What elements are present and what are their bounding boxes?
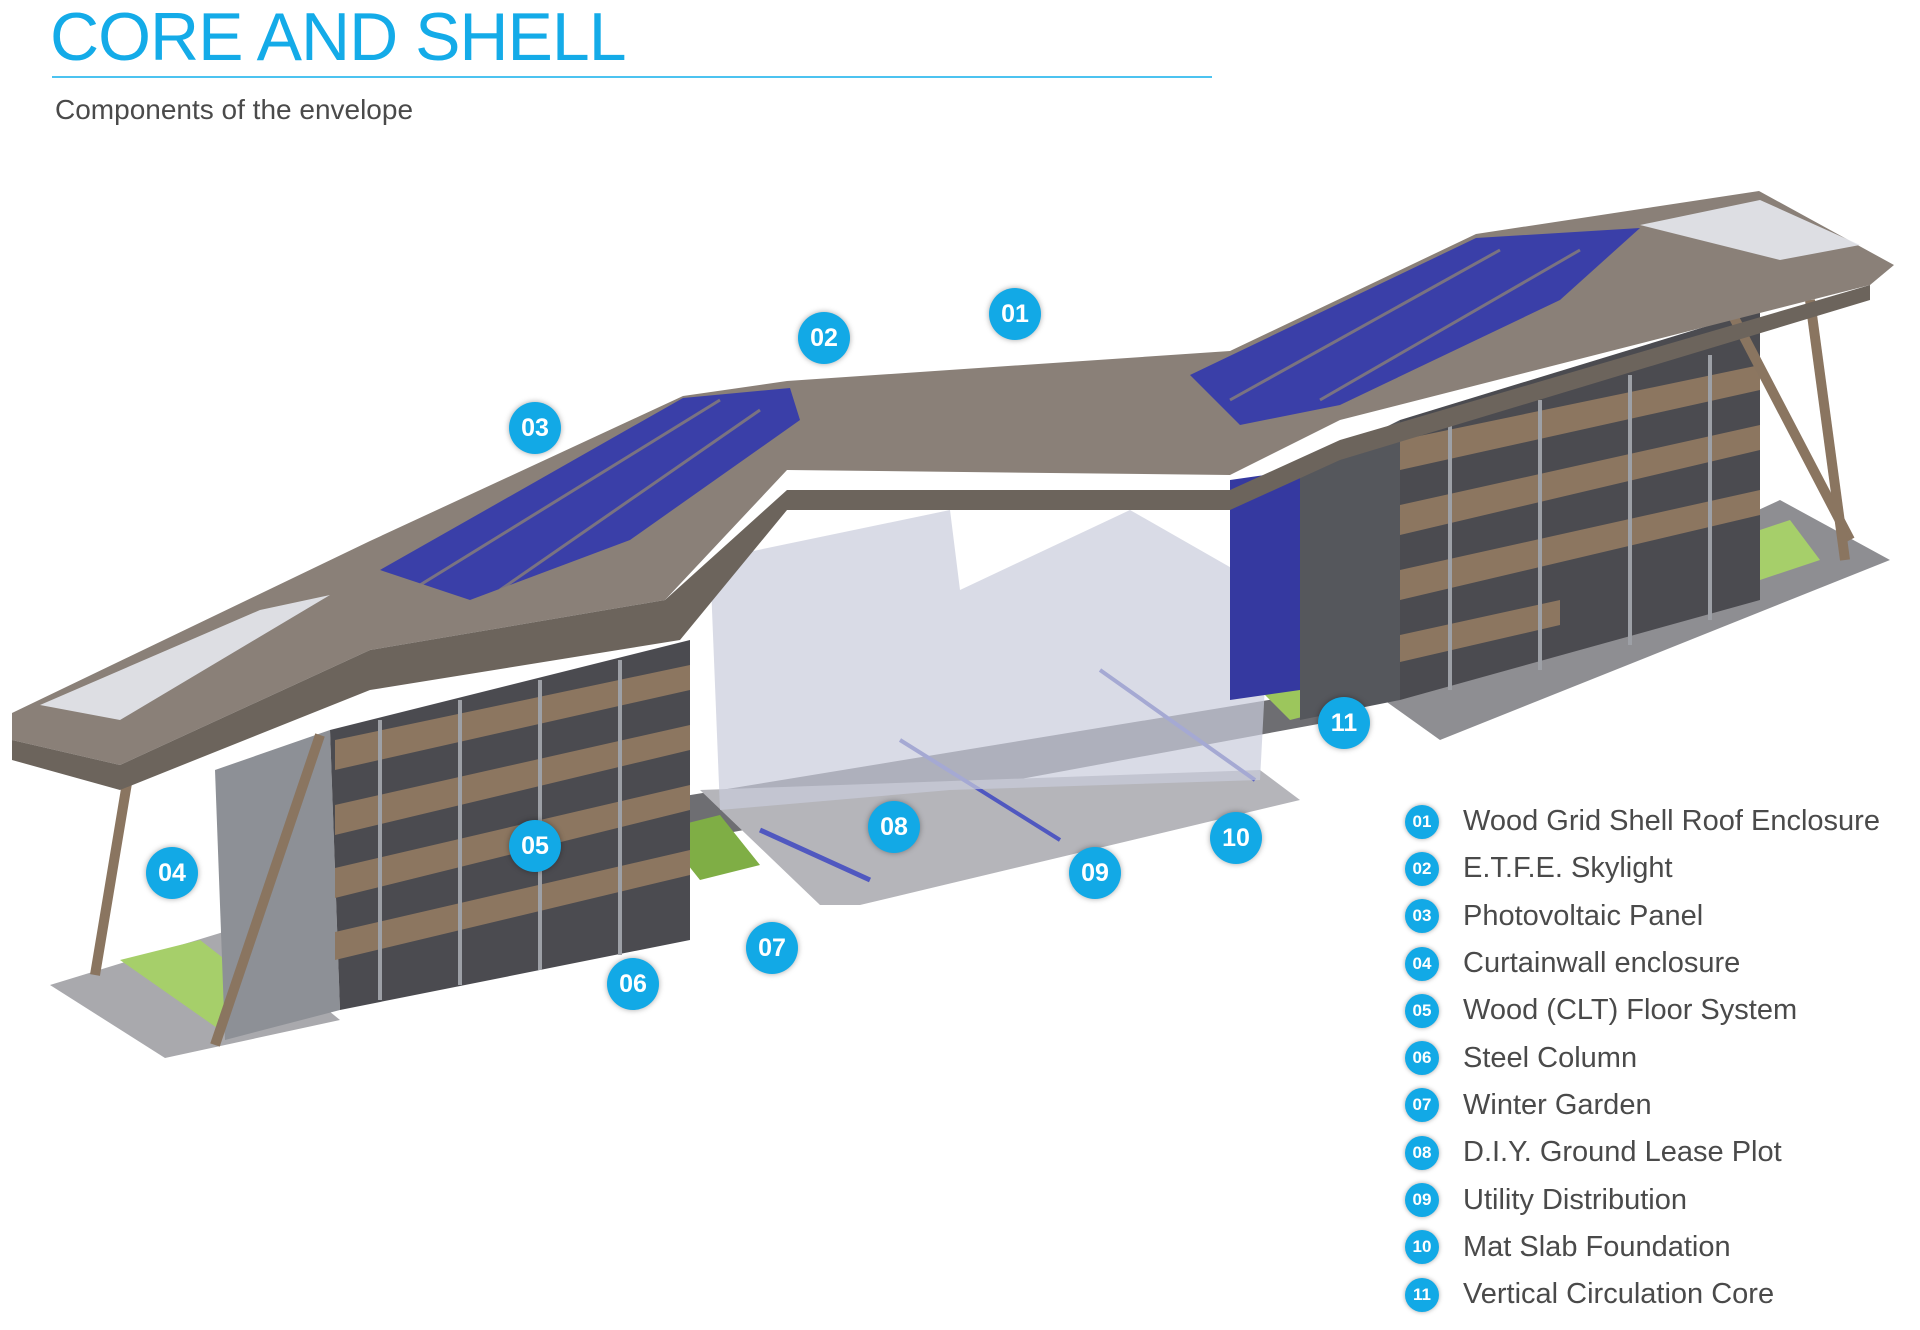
marker-06: 06 (607, 958, 659, 1010)
left-building (90, 640, 690, 1047)
legend-number: 05 (1405, 993, 1439, 1028)
utility-line (758, 827, 872, 883)
legend-item: 02 E.T.F.E. Skylight (1405, 845, 1880, 892)
legend-label: E.T.F.E. Skylight (1463, 852, 1673, 885)
marker-04: 04 (146, 847, 198, 899)
pv-panels-right (1190, 228, 1640, 425)
marker-03: 03 (509, 402, 561, 454)
legend-number: 07 (1405, 1088, 1439, 1123)
etfe-skylight-right (1640, 200, 1860, 260)
marker-09: 09 (1069, 847, 1121, 899)
marker-01: 01 (989, 288, 1041, 340)
legend-number: 08 (1405, 1135, 1439, 1170)
ground-lease-volume (710, 510, 1270, 810)
legend-number: 06 (1405, 1041, 1439, 1076)
marker-10: 10 (1210, 812, 1262, 864)
legend-label: Curtainwall enclosure (1463, 947, 1741, 980)
marker-07: 07 (746, 922, 798, 974)
legend-number: 02 (1405, 851, 1439, 886)
legend-item: 04 Curtainwall enclosure (1405, 940, 1880, 987)
marker-08: 08 (868, 801, 920, 853)
legend-label: Photovoltaic Panel (1463, 899, 1704, 932)
legend-number: 01 (1405, 804, 1439, 839)
marker-11: 11 (1318, 697, 1370, 749)
legend-item: 11 Vertical Circulation Core (1405, 1271, 1880, 1318)
legend-item: 10 Mat Slab Foundation (1405, 1224, 1880, 1271)
legend-label: Utility Distribution (1463, 1183, 1687, 1216)
legend-item: 09 Utility Distribution (1405, 1176, 1880, 1223)
legend-label: Mat Slab Foundation (1463, 1230, 1731, 1263)
legend: 01 Wood Grid Shell Roof Enclosure 02 E.T.F… (1405, 798, 1880, 1318)
marker-05: 05 (509, 820, 561, 872)
legend-item: 03 Photovoltaic Panel (1405, 893, 1880, 940)
page-subtitle: Components of the envelope (55, 94, 414, 125)
roof-underside (12, 285, 1870, 790)
legend-item: 06 Steel Column (1405, 1034, 1880, 1081)
pv-panels-left (380, 388, 800, 600)
legend-number: 09 (1405, 1183, 1439, 1218)
legend-number: 03 (1405, 899, 1439, 934)
legend-label: Steel Column (1463, 1041, 1638, 1074)
legend-label: Vertical Circulation Core (1463, 1278, 1775, 1311)
legend-label: Winter Garden (1463, 1088, 1652, 1121)
legend-label: D.I.Y. Ground Lease Plot (1463, 1136, 1782, 1169)
page-title: CORE AND SHELL (50, 0, 627, 75)
legend-number: 04 (1405, 946, 1439, 981)
legend-label: Wood Grid Shell Roof Enclosure (1463, 805, 1880, 838)
legend-number: 11 (1405, 1277, 1439, 1312)
legend-item: 07 Winter Garden (1405, 1082, 1880, 1129)
legend-number: 10 (1405, 1230, 1439, 1265)
title-divider (52, 76, 1212, 78)
legend-item: 05 Wood (CLT) Floor System (1405, 987, 1880, 1034)
marker-02: 02 (798, 312, 850, 364)
legend-item: 01 Wood Grid Shell Roof Enclosure (1405, 798, 1880, 845)
legend-label: Wood (CLT) Floor System (1463, 994, 1798, 1027)
legend-item: 08 D.I.Y. Ground Lease Plot (1405, 1129, 1880, 1176)
etfe-skylight-left (40, 595, 330, 720)
